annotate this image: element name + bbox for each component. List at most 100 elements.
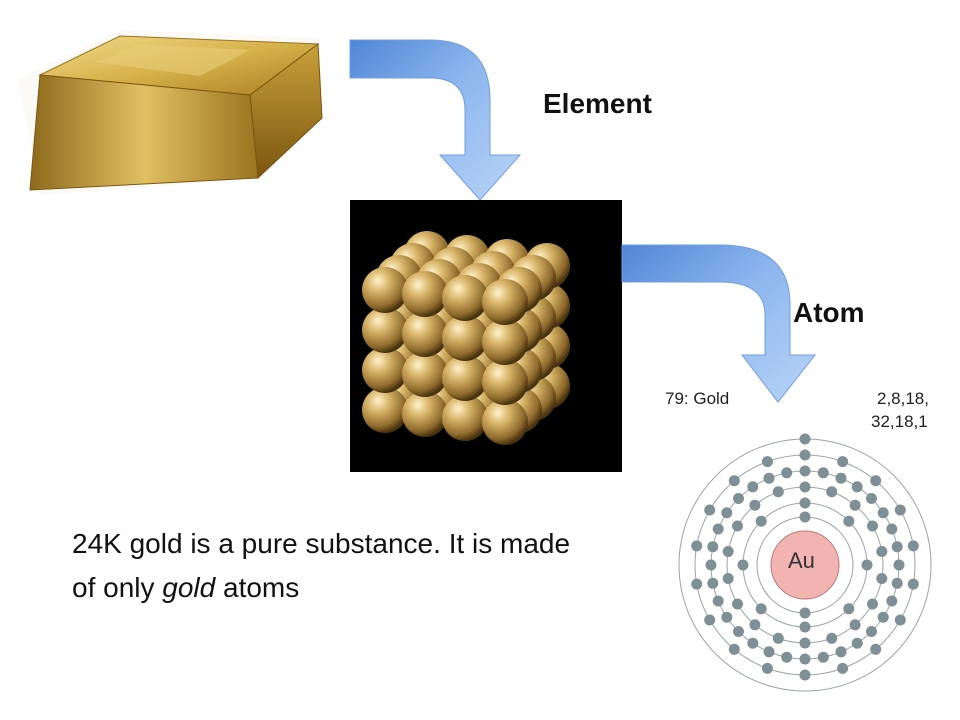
electron [907, 578, 919, 590]
nucleus [770, 530, 840, 600]
electron [849, 619, 861, 631]
gold-lattice-image [350, 200, 622, 472]
electron [781, 467, 793, 479]
electron [894, 504, 906, 516]
electron [799, 607, 811, 619]
electron [867, 520, 878, 532]
electron [843, 603, 855, 615]
electron [712, 523, 724, 535]
electron [799, 481, 811, 493]
caption-part2: atoms [215, 572, 300, 603]
gold-atom-sphere [402, 271, 448, 317]
electron [761, 662, 773, 674]
electron [870, 643, 882, 655]
electron-config-line1: 2,8,18, [877, 389, 929, 408]
electron [691, 540, 703, 552]
electron [894, 614, 906, 626]
electron [763, 646, 775, 658]
electron [799, 511, 811, 523]
electron [728, 643, 740, 655]
electron [870, 475, 882, 487]
arrow-down-curved-2 [621, 244, 817, 403]
electron [721, 611, 733, 623]
arrow-down-curved [349, 39, 522, 201]
electron [722, 546, 734, 557]
electron [799, 621, 811, 633]
electron [799, 653, 811, 665]
electron [866, 626, 877, 637]
bohr-model-diagram [678, 433, 932, 692]
gold-atom-sphere [442, 355, 488, 401]
electron [835, 646, 847, 658]
electron [749, 619, 761, 631]
electron [799, 637, 811, 649]
gold-atom-sphere [402, 311, 448, 357]
electron [799, 465, 811, 477]
electron [772, 632, 784, 644]
electron [747, 637, 759, 649]
electron [761, 456, 773, 468]
electron [733, 626, 744, 637]
electron [817, 467, 829, 479]
electron [799, 433, 811, 445]
atom-name: 79: Gold [665, 389, 730, 408]
electron [877, 611, 889, 623]
electron [849, 499, 861, 511]
electron [826, 486, 838, 498]
electron [749, 499, 761, 511]
electron [843, 515, 855, 527]
electron [732, 598, 743, 610]
gold-atom-sphere [482, 359, 528, 405]
electron [861, 559, 873, 571]
gold-atom-sphere [482, 319, 528, 365]
electron [891, 577, 903, 589]
nucleus-symbol: Au [788, 548, 815, 573]
gold-atom-sphere [362, 307, 408, 353]
electron [817, 651, 829, 663]
electron [707, 541, 719, 553]
caption-emphasis: gold [162, 572, 216, 603]
electron [867, 598, 878, 610]
electron [837, 456, 849, 468]
electron [876, 573, 888, 584]
gold-atom-sphere [402, 391, 448, 437]
gold-atom-sphere [482, 399, 528, 445]
electron [886, 523, 898, 535]
electron [826, 632, 838, 644]
electron [737, 559, 749, 571]
electron [876, 546, 888, 557]
gold-atom-sphere [362, 267, 408, 313]
electron [772, 486, 784, 498]
electron [707, 577, 719, 589]
atom-label: Atom [793, 297, 865, 328]
gold-atom-sphere [442, 395, 488, 441]
electron [755, 603, 767, 615]
gold-atom-sphere [362, 387, 408, 433]
caption-text: 24K gold is a pure substance. It is made… [72, 522, 592, 610]
electron [704, 504, 716, 516]
electron [712, 595, 724, 607]
electron [837, 662, 849, 674]
electron [799, 449, 811, 461]
electron [891, 541, 903, 553]
electron [721, 507, 733, 519]
electron [886, 595, 898, 607]
electron [722, 573, 734, 584]
gold-bar-image [18, 30, 323, 195]
electron [704, 614, 716, 626]
electron [728, 475, 740, 487]
gold-atom-sphere [442, 315, 488, 361]
electron [907, 540, 919, 552]
electron [755, 515, 767, 527]
electron [877, 507, 889, 519]
electron [781, 651, 793, 663]
electron-config-line2: 32,18,1 [871, 412, 928, 431]
electron [705, 559, 717, 571]
electron [799, 497, 811, 509]
electron [732, 520, 743, 532]
element-label: Element [543, 88, 652, 119]
gold-atom-sphere [362, 347, 408, 393]
electron [733, 493, 744, 504]
gold-atom-sphere [442, 275, 488, 321]
electron [763, 472, 775, 484]
